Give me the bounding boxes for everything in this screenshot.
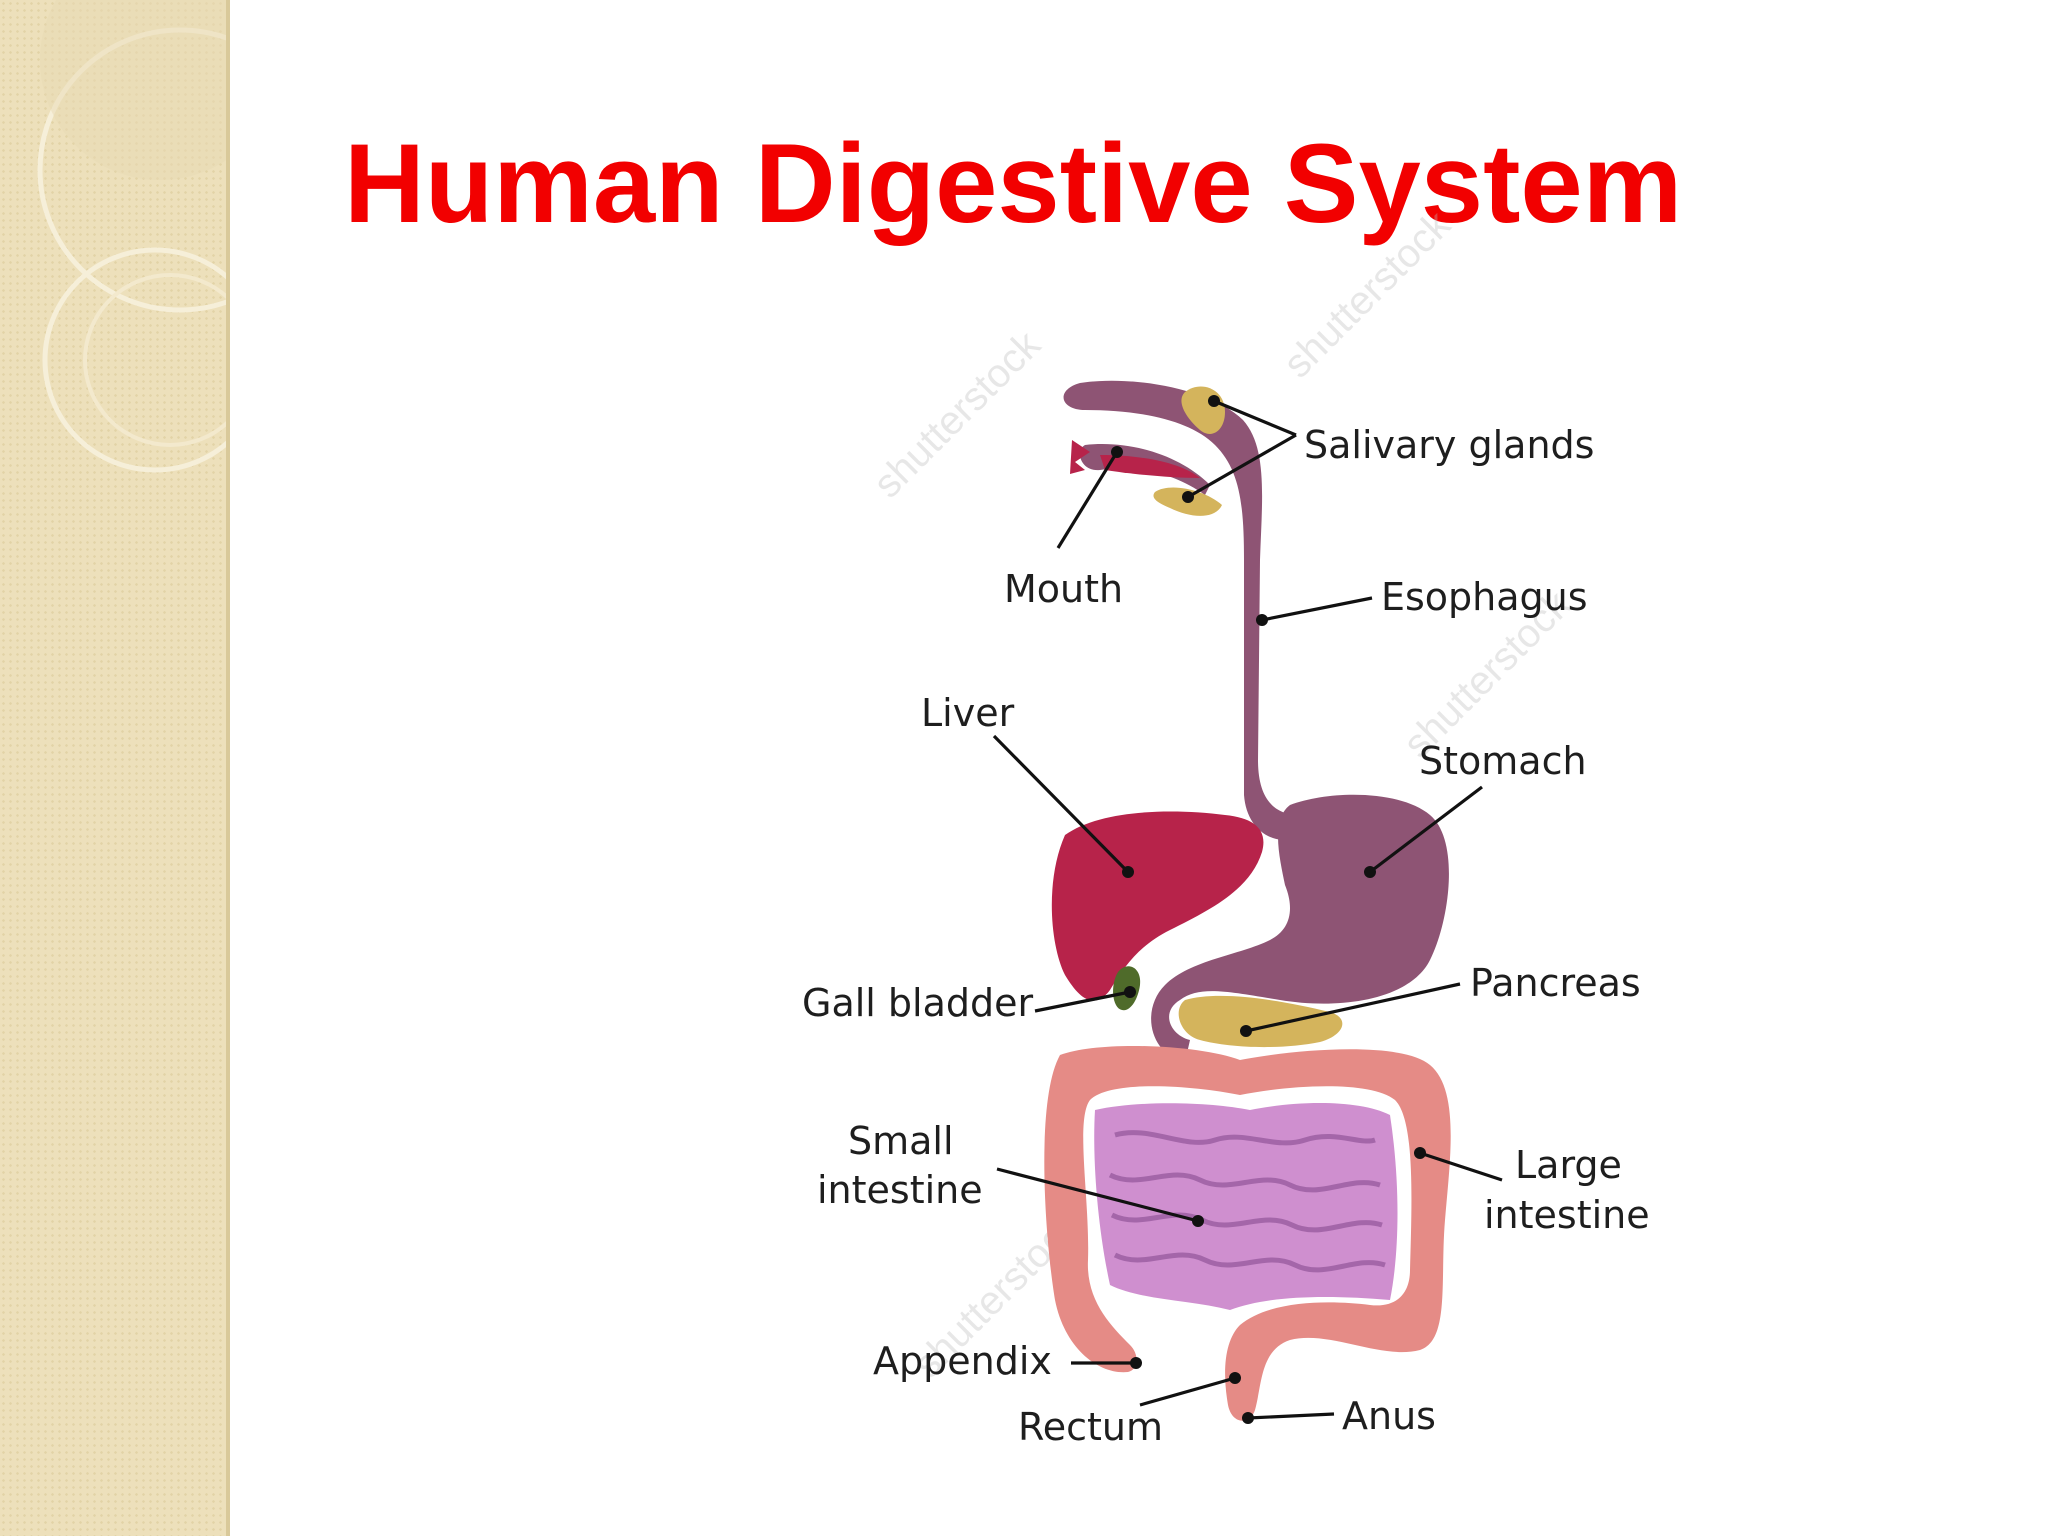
small-intestine-shape bbox=[1094, 1103, 1398, 1310]
large-intestine-shape bbox=[1044, 1045, 1451, 1421]
label-large-intestine: intestine bbox=[1484, 1193, 1650, 1237]
leader-dots bbox=[1111, 395, 1426, 1424]
tongue-shape bbox=[1100, 455, 1200, 478]
slide-title: Human Digestive System bbox=[344, 121, 1683, 246]
stomach-shape bbox=[1151, 794, 1449, 1062]
side-panel-border bbox=[226, 0, 230, 1536]
label-esophagus: Esophagus bbox=[1381, 575, 1588, 619]
label-rectum: Rectum bbox=[1018, 1405, 1163, 1449]
label-pancreas: Pancreas bbox=[1470, 961, 1641, 1005]
label-liver: Liver bbox=[921, 691, 1015, 735]
label-small-intestine: intestine bbox=[817, 1168, 983, 1212]
label-salivary-glands: Salivary glands bbox=[1304, 423, 1594, 467]
label-large-intestine: Large bbox=[1515, 1143, 1622, 1187]
label-anus: Anus bbox=[1342, 1394, 1436, 1438]
lips-shape bbox=[1070, 440, 1090, 474]
liver-shape bbox=[1051, 811, 1264, 1001]
watermark-text: shutterstock bbox=[1275, 202, 1459, 386]
label-appendix: Appendix bbox=[873, 1339, 1052, 1383]
label-mouth: Mouth bbox=[1004, 567, 1123, 611]
label-stomach: Stomach bbox=[1419, 739, 1587, 783]
decorative-rings bbox=[37, 0, 228, 473]
decorative-side-panel bbox=[0, 0, 228, 1536]
watermark-text: shutterstock bbox=[865, 322, 1049, 506]
label-gall-bladder: Gall bladder bbox=[802, 981, 1034, 1025]
pancreas-shape bbox=[1178, 995, 1343, 1048]
esophagus-shape bbox=[1063, 380, 1300, 840]
leader-lines bbox=[992, 399, 1503, 1420]
label-small-intestine: Small bbox=[848, 1119, 954, 1163]
